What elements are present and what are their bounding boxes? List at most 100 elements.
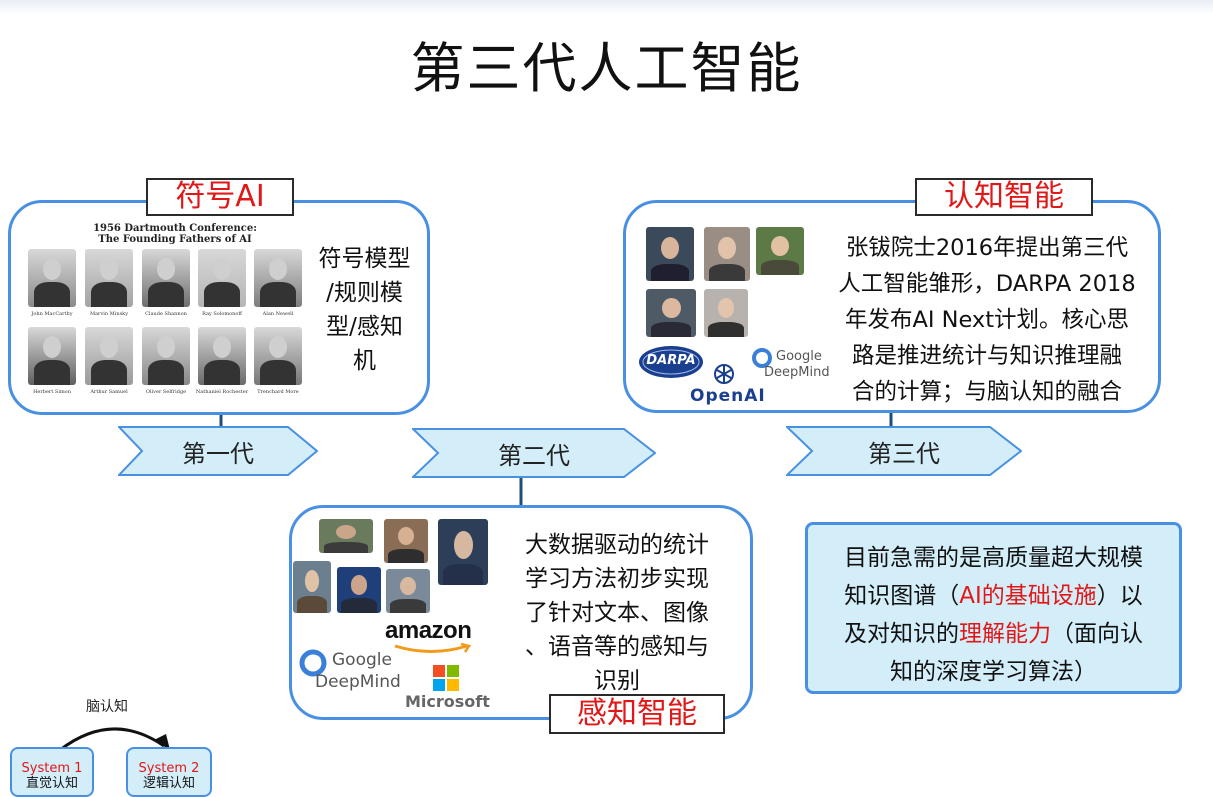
amazon-logo: amazon [385, 617, 475, 657]
researcher-body [388, 548, 424, 563]
darpa-logo: DARPA [638, 345, 704, 379]
founder-face [269, 258, 287, 280]
founder-face [43, 336, 61, 358]
dartmouth-title-line2: The Founding Fathers of AI [98, 234, 252, 245]
founder-face [213, 336, 231, 358]
researcher-body [296, 596, 328, 613]
gen1-arrow: 第一代 [118, 426, 318, 476]
researcher-photo [646, 227, 694, 281]
researcher-body [651, 321, 691, 337]
founder-name: Oliver Selfridge [145, 389, 187, 395]
founder-photo [198, 327, 246, 385]
gen2-arrow-label: 第二代 [498, 441, 570, 470]
researcher-face [770, 235, 790, 256]
founder-name: Ray Solomonoff [202, 311, 242, 317]
founder-name: Trenchard More [257, 389, 299, 395]
researcher-body [390, 598, 426, 613]
gen3-text-line: 张钹院士2016年提出第三代 [845, 235, 1129, 261]
founder-name: Arthur Samuel [90, 389, 128, 395]
system1-subtitle: 直觉认知 [25, 776, 78, 791]
gen3-deepmind-text: DeepMind [764, 365, 830, 380]
founder-photo [142, 249, 190, 307]
founder-name: Nathaniel Rochester [195, 389, 249, 395]
founder-face [100, 258, 118, 280]
researcher-body [443, 563, 483, 585]
researcher-body [650, 263, 690, 281]
microsoft-text: Microsoft [405, 692, 490, 711]
founder-name: Claude Shannon [145, 311, 187, 317]
researcher-face [304, 570, 320, 593]
researcher-photo [704, 227, 750, 281]
gen2-text-line: 学习方法初步实现 [525, 566, 709, 592]
founder-face [100, 336, 118, 358]
founder-body [148, 360, 184, 385]
gen3-arrow: 第三代 [786, 426, 1022, 476]
gen3-text-line: 年发布AI Next计划。核心思 [844, 307, 1130, 333]
researcher-face [399, 576, 417, 596]
founder-photo [85, 249, 133, 307]
dartmouth-title-line1: 1956 Dartmouth Conference: [93, 223, 257, 234]
gen3-text-line: 人工智能雏形，DARPA 2018 [838, 271, 1136, 297]
note-line3: 及对知识的理解能力（面向认 [824, 615, 1163, 653]
founder-face [269, 336, 287, 358]
founder-photo [198, 249, 246, 307]
researcher-face [397, 526, 415, 546]
founder-photo [28, 327, 76, 385]
gen2-text-line: 了针对文本、图像 [525, 600, 709, 626]
gen1-text-line: 机 [353, 348, 376, 374]
founder-name: John MacCarthy [31, 311, 73, 317]
founder-body [148, 282, 184, 307]
researcher-photo [756, 227, 804, 275]
researcher-face [661, 297, 681, 318]
founder-body [260, 360, 296, 385]
researcher-photo [319, 519, 373, 553]
system2-subtitle: 逻辑认知 [142, 776, 195, 791]
researcher-body [760, 259, 800, 275]
brain-cognition-label: 脑认知 [86, 699, 128, 715]
researcher-body [324, 542, 368, 553]
founder-body [204, 360, 240, 385]
gen3-google-deepmind-logo: Google DeepMind [752, 346, 830, 382]
note-line4: 知的深度学习算法） [890, 659, 1097, 685]
microsoft-windows-icon [433, 665, 459, 691]
founder-name: Marvin Minsky [89, 311, 129, 317]
gen2-description: 大数据驱动的统计 学习方法初步实现 了针对文本、图像 、语音等的感知与 识别 [512, 528, 722, 698]
founder-face [213, 258, 231, 280]
researcher-body [708, 321, 744, 337]
gen2-tag: 感知智能 [549, 694, 725, 734]
researcher-face [717, 297, 735, 318]
system1-box: System 1 直觉认知 [10, 747, 94, 797]
note-line1: 目前急需的是高质量超大规模 [844, 545, 1143, 571]
note-line2-pre: 知识图谱（ [844, 583, 960, 609]
dartmouth-photo-title: 1956 Dartmouth Conference: The Founding … [70, 223, 280, 245]
researcher-photo [646, 289, 696, 337]
gen2-text-line: 、语音等的感知与 [525, 634, 709, 660]
deepmind-icon [752, 348, 772, 368]
founder-photo [28, 249, 76, 307]
founder-body [260, 282, 296, 307]
openai-text: OpenAI [690, 386, 766, 406]
gen3-google-text: Google [776, 349, 822, 364]
infrastructure-note: 目前急需的是高质量超大规模 知识图谱（AI的基础设施）以 及对知识的理解能力（面… [805, 522, 1182, 694]
researcher-photo [438, 519, 488, 585]
researcher-photo [704, 289, 748, 337]
openai-knot-icon [714, 364, 734, 384]
founder-body [34, 360, 70, 385]
microsoft-logo: Microsoft [405, 665, 490, 711]
founder-face [157, 258, 175, 280]
gen1-tag: 符号AI [146, 178, 294, 216]
gen2-arrow: 第二代 [412, 428, 656, 478]
gen2-google-text: Google [332, 650, 392, 670]
gen1-arrow-label: 第一代 [182, 439, 254, 468]
gen3-description: 张钹院士2016年提出第三代 人工智能雏形，DARPA 2018 年发布AI N… [822, 230, 1152, 410]
amazon-logo-text: amazon [385, 617, 472, 644]
founder-body [204, 282, 240, 307]
slide-title: 第三代人工智能 [410, 37, 803, 100]
system2-title: System 2 [138, 761, 200, 776]
note-highlight-understanding: 理解能力 [959, 621, 1051, 647]
researcher-photo [337, 567, 381, 613]
founder-body [91, 360, 127, 385]
researcher-photo [293, 561, 331, 613]
gen3-tag: 认知智能 [915, 178, 1093, 216]
founder-photo [254, 249, 302, 307]
